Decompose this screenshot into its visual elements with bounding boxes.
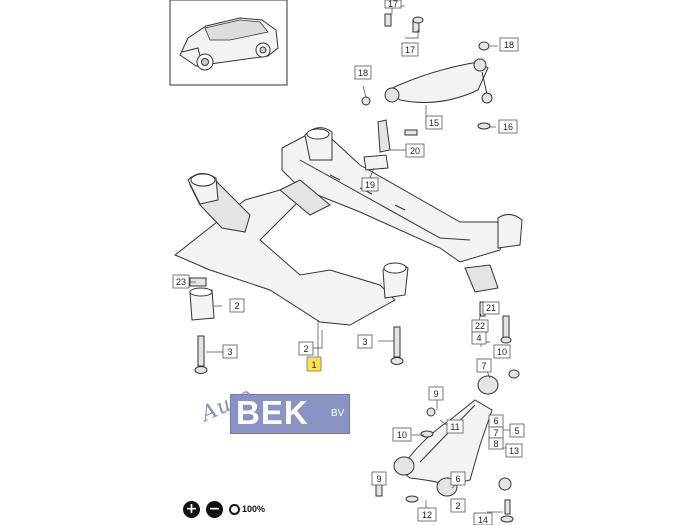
watermark-logo: Auto BEK BV — [197, 382, 360, 442]
callout-22[interactable]: 22 — [471, 319, 489, 333]
callout-12[interactable]: 12 — [417, 507, 437, 522]
callouts: 1 2 2 3 3 23 17 17 18 18 15 16 20 19 21 … — [172, 0, 525, 525]
svg-text:6: 6 — [493, 416, 498, 426]
callout-9b[interactable]: 9 — [371, 471, 387, 486]
watermark-box — [230, 394, 350, 434]
callout-13[interactable]: 13 — [505, 443, 523, 458]
zoom-in-button[interactable]: + — [183, 500, 200, 518]
svg-text:21: 21 — [486, 303, 496, 313]
callout-8[interactable]: 8 — [488, 437, 504, 450]
callout-21[interactable]: 21 — [482, 301, 500, 315]
svg-text:23: 23 — [176, 277, 186, 287]
callout-1[interactable]: 1 — [306, 356, 322, 372]
watermark-brand: BEK — [236, 394, 309, 431]
svg-text:8: 8 — [493, 439, 498, 449]
svg-text:13: 13 — [509, 446, 519, 456]
callout-3b[interactable]: 3 — [357, 334, 373, 349]
watermark-suffix: BV — [331, 408, 345, 419]
callout-7a[interactable]: 7 — [476, 358, 492, 373]
hardware — [189, 13, 512, 374]
svg-text:17: 17 — [405, 45, 415, 55]
callout-6a[interactable]: 6 — [488, 414, 504, 428]
callout-16[interactable]: 16 — [498, 119, 518, 134]
zoom-reset-button[interactable]: 100% — [229, 503, 266, 515]
callout-9a[interactable]: 9 — [428, 386, 444, 401]
svg-text:3: 3 — [362, 337, 367, 347]
svg-text:5: 5 — [514, 426, 519, 436]
svg-text:18: 18 — [504, 40, 514, 50]
callout-2b[interactable]: 2 — [229, 298, 245, 313]
zoom-controls: + − 100% — [183, 500, 265, 518]
svg-text:7: 7 — [481, 361, 486, 371]
upper-control-arm — [384, 58, 493, 104]
zoom-out-button[interactable]: − — [206, 500, 223, 518]
svg-text:9: 9 — [433, 389, 438, 399]
callout-10a[interactable]: 10 — [493, 344, 511, 359]
svg-text:7: 7 — [493, 428, 498, 438]
svg-text:17: 17 — [388, 0, 398, 9]
callout-10b[interactable]: 10 — [392, 427, 412, 442]
svg-text:14: 14 — [478, 515, 488, 525]
zoom-reset-label: 100% — [242, 504, 266, 514]
callout-7b[interactable]: 7 — [488, 426, 504, 439]
callout-20[interactable]: 20 — [405, 143, 425, 158]
callout-15[interactable]: 15 — [425, 115, 443, 130]
svg-text:10: 10 — [397, 430, 407, 440]
lower-control-arm — [375, 369, 520, 523]
svg-text:22: 22 — [475, 321, 485, 331]
svg-text:12: 12 — [422, 510, 432, 520]
svg-text:20: 20 — [410, 146, 420, 156]
svg-text:18: 18 — [358, 68, 368, 78]
callout-17a[interactable]: 17 — [384, 0, 402, 9]
svg-text:16: 16 — [503, 122, 513, 132]
svg-text:19: 19 — [365, 180, 375, 190]
callout-3a[interactable]: 3 — [222, 344, 238, 359]
svg-text:6: 6 — [455, 474, 460, 484]
callout-2c[interactable]: 2 — [450, 498, 466, 513]
svg-text:2: 2 — [455, 501, 460, 511]
svg-text:4: 4 — [476, 333, 481, 343]
svg-text:9: 9 — [376, 474, 381, 484]
svg-text:1: 1 — [311, 360, 316, 370]
callout-18a[interactable]: 18 — [499, 37, 519, 52]
svg-text:11: 11 — [450, 422, 459, 432]
magnifier-icon — [229, 503, 240, 515]
callout-14[interactable]: 14 — [473, 512, 493, 525]
callout-19[interactable]: 19 — [361, 177, 379, 192]
svg-text:15: 15 — [429, 118, 439, 128]
callout-6b[interactable]: 6 — [450, 471, 466, 486]
svg-text:3: 3 — [227, 347, 232, 357]
callout-4[interactable]: 4 — [471, 331, 487, 345]
svg-text:2: 2 — [303, 344, 308, 354]
svg-text:10: 10 — [497, 347, 507, 357]
callout-11[interactable]: 11 — [446, 419, 464, 434]
callout-5[interactable]: 5 — [509, 423, 525, 438]
callout-18b[interactable]: 18 — [354, 65, 372, 80]
subframe-assembly — [174, 127, 523, 326]
vehicle-thumbnail — [169, 0, 288, 86]
callout-2a[interactable]: 2 — [298, 341, 314, 356]
svg-text:2: 2 — [234, 301, 239, 311]
callout-23[interactable]: 23 — [172, 274, 190, 289]
callout-17b[interactable]: 17 — [401, 42, 419, 57]
